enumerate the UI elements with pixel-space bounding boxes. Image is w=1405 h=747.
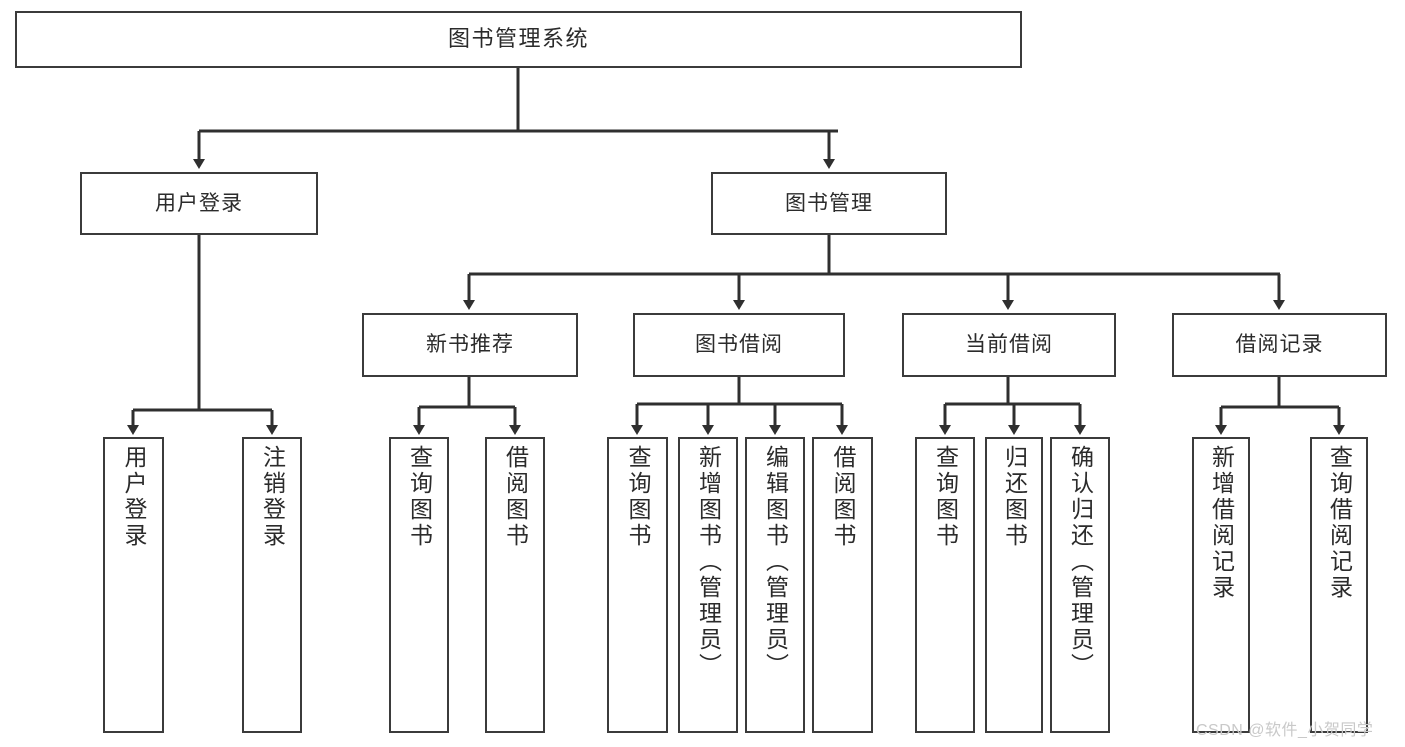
node-book-borrow-label: 图书借阅 xyxy=(695,333,783,357)
node-leaf-user-login[interactable]: 用户登录 xyxy=(103,437,164,733)
node-current-borrow[interactable]: 当前借阅 xyxy=(902,313,1116,377)
node-book-borrow[interactable]: 图书借阅 xyxy=(633,313,845,377)
node-leaf-query-book-1-label: 查询图书 xyxy=(406,445,433,549)
node-book-manage-label: 图书管理 xyxy=(785,191,873,215)
node-leaf-return-book-label: 归还图书 xyxy=(1001,445,1028,549)
node-current-borrow-label: 当前借阅 xyxy=(965,333,1053,357)
csdn-watermark: CSDN @软件_小贺同学 xyxy=(1196,722,1374,739)
node-leaf-edit-book-admin[interactable]: 编辑图书（管理员） xyxy=(745,437,805,733)
node-leaf-add-record-label: 新增借阅记录 xyxy=(1208,445,1235,601)
node-leaf-user-login-label: 用户登录 xyxy=(121,445,147,549)
node-leaf-borrow-book-1[interactable]: 借阅图书 xyxy=(485,437,545,733)
node-leaf-user-logout[interactable]: 注销登录 xyxy=(242,437,302,733)
node-leaf-borrow-book-1-label: 借阅图书 xyxy=(502,445,529,549)
node-leaf-query-record-label: 查询借阅记录 xyxy=(1326,445,1353,601)
node-root[interactable]: 图书管理系统 xyxy=(15,11,1022,68)
node-leaf-add-record[interactable]: 新增借阅记录 xyxy=(1192,437,1250,733)
node-leaf-add-book-admin[interactable]: 新增图书（管理员） xyxy=(678,437,738,733)
node-leaf-query-book-2-label: 查询图书 xyxy=(625,445,651,549)
node-leaf-user-logout-label: 注销登录 xyxy=(259,445,286,549)
node-borrow-record-label: 借阅记录 xyxy=(1235,333,1324,357)
node-root-label: 图书管理系统 xyxy=(447,26,589,52)
node-leaf-edit-book-admin-label: 编辑图书（管理员） xyxy=(762,445,789,679)
node-leaf-return-book[interactable]: 归还图书 xyxy=(985,437,1043,733)
node-new-book-recommend-label: 新书推荐 xyxy=(426,333,514,357)
node-leaf-query-record[interactable]: 查询借阅记录 xyxy=(1310,437,1368,733)
node-leaf-confirm-return[interactable]: 确认归还（管理员） xyxy=(1050,437,1110,733)
node-user-login-label: 用户登录 xyxy=(155,191,243,215)
node-book-manage[interactable]: 图书管理 xyxy=(711,172,947,235)
node-leaf-query-book-3-label: 查询图书 xyxy=(932,445,959,549)
node-leaf-add-book-admin-label: 新增图书（管理员） xyxy=(695,445,722,679)
node-leaf-query-book-1[interactable]: 查询图书 xyxy=(389,437,449,733)
node-leaf-query-book-2[interactable]: 查询图书 xyxy=(607,437,668,733)
node-user-login[interactable]: 用户登录 xyxy=(80,172,318,235)
node-leaf-borrow-book-2[interactable]: 借阅图书 xyxy=(812,437,873,733)
node-leaf-confirm-return-label: 确认归还（管理员） xyxy=(1067,445,1094,679)
node-leaf-query-book-3[interactable]: 查询图书 xyxy=(915,437,975,733)
node-leaf-borrow-book-2-label: 借阅图书 xyxy=(830,445,856,549)
node-borrow-record[interactable]: 借阅记录 xyxy=(1172,313,1387,377)
node-new-book-recommend[interactable]: 新书推荐 xyxy=(362,313,578,377)
